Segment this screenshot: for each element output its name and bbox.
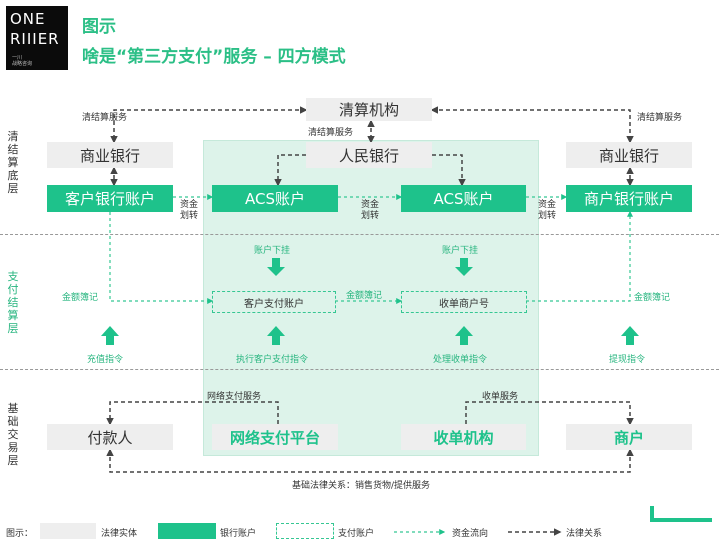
hang-arrow	[267, 258, 285, 276]
layer-label-trade: 基础交易层	[7, 402, 19, 467]
label-amount-record-mid: 金额簿记	[346, 291, 383, 301]
label-exec-pay-cmd: 执行客户支付指令	[236, 355, 309, 365]
legal-arrow	[106, 448, 634, 473]
label-fund-transfer: 资金 划转	[361, 200, 380, 221]
label-account-hang-right: 账户下挂	[442, 246, 479, 256]
node-merchant-bank-account: 商户银行账户	[566, 185, 692, 212]
label-legal-relation: 基础法律关系：销售货物/提供服务	[292, 481, 431, 491]
label-recharge-cmd: 充值指令	[87, 355, 124, 365]
instruction-arrow	[455, 326, 473, 345]
label-clearing-service-left: 清结算服务	[82, 113, 128, 123]
node-acquirer: 收单机构	[401, 424, 526, 450]
legend-pay-account: 支付账户	[338, 529, 375, 539]
fund-flow-arrow	[109, 212, 214, 304]
instruction-arrow	[101, 326, 119, 345]
node-merchant: 商户	[566, 424, 692, 450]
logo-line2: RIIIER	[10, 30, 60, 48]
node-bank-right: 商业银行	[566, 142, 692, 168]
node-bank-left: 商业银行	[47, 142, 173, 168]
node-clearing-house: 清算机构	[306, 98, 432, 121]
instruction-arrow	[621, 326, 639, 345]
page-title: 啥是“第三方支付”服务 – 四方模式	[82, 47, 346, 67]
legal-arrow	[430, 106, 634, 144]
legend-fund-flow: 资金流向	[452, 529, 489, 539]
legend-bank-account: 银行账户	[220, 529, 257, 539]
label-amount-record-right: 金额簿记	[634, 293, 671, 303]
instruction-arrow	[267, 326, 285, 345]
legal-arrow	[465, 401, 634, 426]
legend-legal-entity: 法律实体	[101, 529, 138, 539]
fund-flow-arrow	[526, 210, 633, 302]
layer-label-clearing: 清结算底层	[7, 130, 19, 195]
logo-line3: 一川 战略咨询	[12, 55, 33, 67]
node-payer: 付款人	[47, 424, 173, 450]
node-net-pay-platform: 网络支付平台	[212, 424, 338, 450]
legal-arrow	[110, 106, 308, 144]
layer-divider	[0, 369, 719, 370]
legend-bank-account-swatch	[158, 523, 216, 539]
legend-legal-entity-swatch	[40, 523, 96, 539]
layer-label-payment: 支付结算层	[7, 270, 19, 335]
label-acq-service: 收单服务	[482, 392, 519, 402]
node-customer-bank-account: 客户银行账户	[47, 185, 173, 212]
label-amount-record-left: 金额簿记	[62, 293, 99, 303]
label-clearing-service-mid: 清结算服务	[308, 128, 354, 138]
logo: ONE RIIIER 一川 战略咨询	[6, 6, 68, 70]
label-clearing-service-right: 清结算服务	[637, 113, 683, 123]
node-acs-account-left: ACS账户	[212, 185, 338, 212]
label-account-hang-left: 账户下挂	[254, 246, 291, 256]
label-net-pay-service: 网络支付服务	[207, 392, 262, 402]
legend-legal-relation: 法律关系	[566, 529, 603, 539]
header-caption: 图示	[82, 17, 116, 37]
logo-line1: ONE	[10, 10, 46, 28]
legal-arrow	[106, 401, 279, 426]
label-handle-acq-cmd: 处理收单指令	[433, 355, 488, 365]
node-pboc: 人民银行	[306, 142, 432, 168]
label-fund-transfer: 资金 划转	[538, 200, 557, 221]
legend-pay-account-swatch	[276, 523, 334, 539]
legend-title: 图示：	[6, 529, 34, 539]
node-customer-pay-account: 客户支付账户	[212, 291, 336, 313]
legal-arrow	[432, 154, 466, 187]
legal-arrow	[274, 154, 306, 187]
corner-mark	[650, 506, 712, 522]
layer-divider	[0, 234, 719, 235]
node-merchant-number: 收单商户号	[401, 291, 527, 313]
label-fund-transfer: 资金 划转	[180, 200, 199, 221]
hang-arrow	[455, 258, 473, 276]
label-withdraw-cmd: 提现指令	[609, 355, 646, 365]
node-acs-account-right: ACS账户	[401, 185, 526, 212]
